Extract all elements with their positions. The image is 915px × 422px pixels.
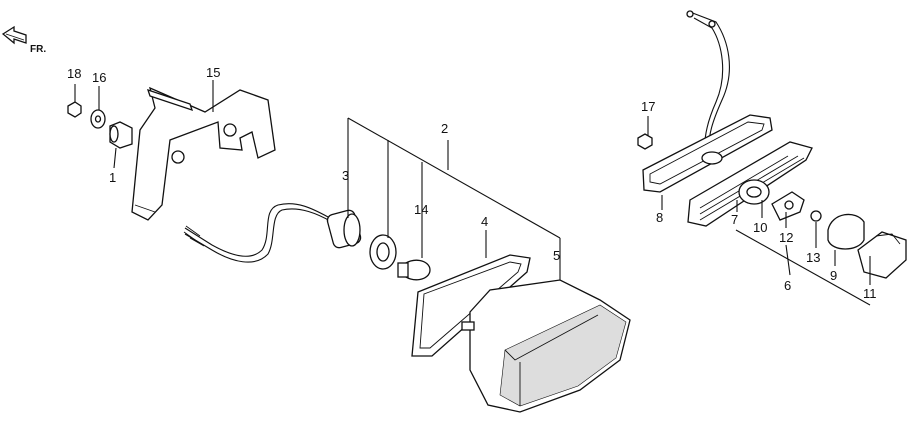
front-direction-arrow-icon xyxy=(1,25,27,45)
license-bulb-socket-part xyxy=(738,179,770,205)
callout-13: 13 xyxy=(806,250,820,265)
callout-14: 14 xyxy=(414,202,428,217)
callout-11: 11 xyxy=(863,286,877,301)
license-gasket-part xyxy=(771,191,805,221)
callout-2: 2 xyxy=(441,121,448,136)
license-bulb-part xyxy=(810,210,822,222)
bulb-part xyxy=(397,259,431,281)
socket-harness-part xyxy=(183,203,362,263)
bracket-part xyxy=(131,86,276,221)
license-cover-part xyxy=(857,231,907,279)
callout-1: 1 xyxy=(109,170,116,185)
tail-light-housing-part xyxy=(461,279,631,413)
callout-8: 8 xyxy=(656,210,663,225)
callout-17: 17 xyxy=(641,99,655,114)
callout-10: 10 xyxy=(753,220,767,235)
license-lens-part xyxy=(827,213,865,250)
callout-4: 4 xyxy=(481,214,488,229)
socket-gasket-part xyxy=(369,234,397,270)
lens-gasket-part xyxy=(411,254,531,357)
leader-lines xyxy=(74,80,871,306)
callout-18: 18 xyxy=(67,66,81,81)
callout-3: 3 xyxy=(342,168,349,183)
nut-part xyxy=(67,101,82,118)
callout-16: 16 xyxy=(92,70,106,85)
license-light-base-part xyxy=(642,114,773,193)
callout-6: 6 xyxy=(784,278,791,293)
callout-9: 9 xyxy=(830,268,837,283)
washer-part xyxy=(90,109,106,129)
callout-12: 12 xyxy=(779,230,793,245)
front-direction-label: FR. xyxy=(30,44,46,55)
grommet-part xyxy=(109,121,133,149)
callout-5: 5 xyxy=(553,248,560,263)
callout-7: 7 xyxy=(731,212,738,227)
callout-15: 15 xyxy=(206,65,220,80)
license-nut-part xyxy=(637,133,653,150)
